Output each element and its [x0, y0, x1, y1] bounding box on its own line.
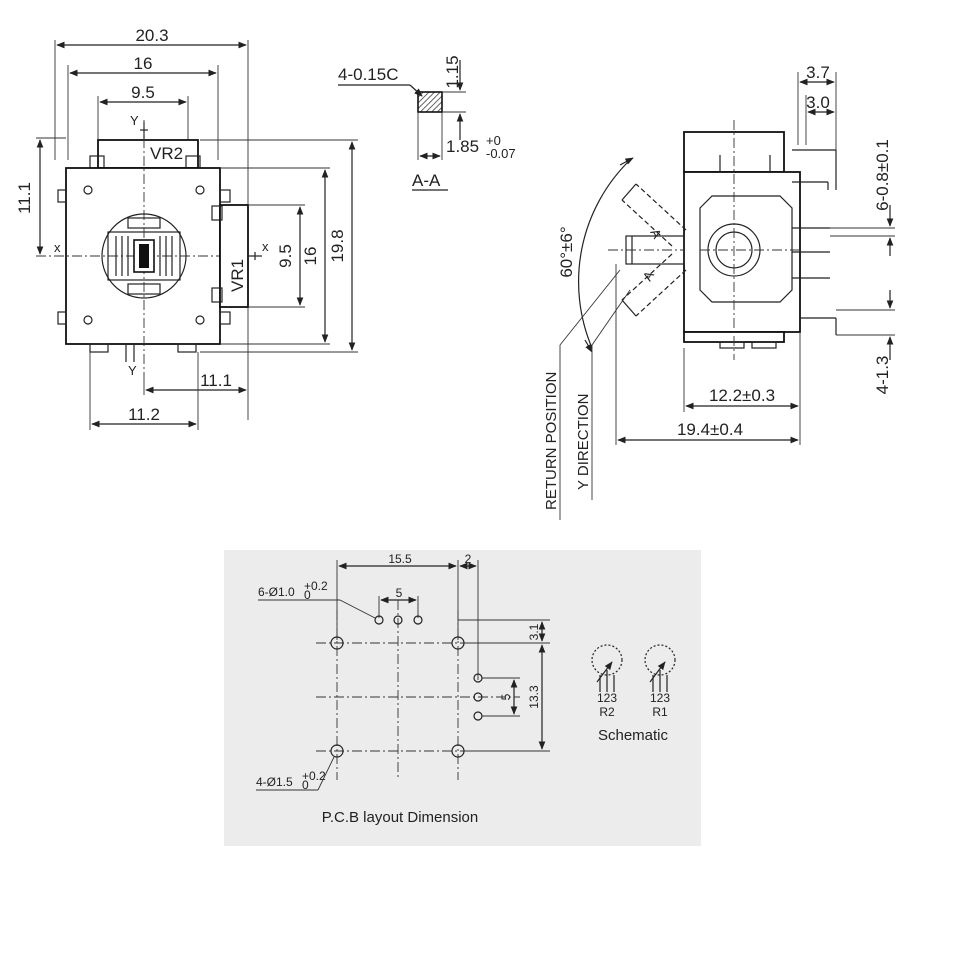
pot-r2-symbol	[591, 644, 623, 676]
mount-hole	[83, 315, 93, 325]
pcb-holes-small-label: 6-Ø1.0	[258, 585, 295, 599]
dim-pin-offset-inner: 3.0	[806, 93, 830, 112]
vr1-housing	[219, 204, 249, 308]
label-y-direction: Y DIRECTION	[575, 394, 592, 490]
vr1-label: VR1	[228, 259, 247, 292]
schematic: 123 R2 123 R1 Schematic	[591, 644, 676, 744]
section-mark-a1: A	[647, 226, 664, 241]
side-pins	[792, 149, 837, 335]
section-width: 1.85	[446, 137, 479, 156]
dim-body-depth: 12.2±0.3	[709, 386, 775, 405]
pcb-panel: 15.5 2 5	[224, 550, 701, 846]
gimbal-slots	[115, 236, 173, 276]
dim-pin-length: 4-1.3	[873, 356, 892, 395]
dim-height-left: 11.1	[15, 182, 34, 214]
tilted-shaft-upper	[621, 183, 687, 247]
section-a-a: 1.15 4-0.15C 1.85 +0 -0.07 A-A	[338, 55, 516, 191]
dim-pin-offset-outer: 3.7	[806, 63, 830, 82]
dim-bottom-left: 11.2	[128, 405, 160, 424]
tilted-shaft-lower	[621, 253, 687, 317]
section-width-tol-lower: -0.07	[486, 146, 516, 161]
section-height: 1.15	[443, 55, 462, 88]
dim-right-mid: 16	[301, 247, 320, 266]
vr2-label: VR2	[150, 144, 183, 163]
pcb-hole-large	[330, 636, 344, 650]
mount-hole	[195, 185, 205, 195]
pcb-hole-small	[374, 615, 384, 625]
dim-right-inner: 9.5	[276, 244, 295, 268]
schematic-r2: 123 R2	[591, 644, 623, 719]
schematic-title: Schematic	[598, 727, 669, 744]
dim-pin-size: 6-0.8±0.1	[873, 139, 892, 211]
pcb-dim-spacing-right: 5	[499, 693, 513, 700]
pcb-holes-large-tol: +0.2	[302, 769, 326, 783]
side-view: 3.7 3.0 6-0	[543, 63, 895, 520]
x-axis-left-label: x	[54, 240, 61, 255]
pcb-dim-offset: 2	[465, 552, 472, 566]
label-return-position: RETURN POSITION	[543, 372, 560, 510]
pcb-hole-small	[413, 615, 423, 625]
pcb-hole-large	[330, 744, 344, 758]
x-axis-right-label: x	[262, 239, 269, 254]
pcb-dim-row-offset: 3.1	[527, 623, 541, 640]
pcb-holes-large-label: 4-Ø1.5	[256, 775, 293, 789]
pcb-hole-small	[473, 692, 483, 702]
dim-bottom-right: 11.1	[200, 371, 232, 390]
mount-hole	[195, 315, 205, 325]
pcb-holes-small-tol-lower: 0	[304, 588, 311, 602]
vr2-housing	[97, 139, 199, 169]
dim-overall-width: 20.3	[135, 26, 168, 45]
section-width-tol-upper: +0	[486, 133, 501, 148]
dim-vr2-width: 9.5	[131, 83, 155, 102]
dim-inner-width: 16	[134, 54, 153, 73]
pcb-caption: P.C.B layout Dimension	[322, 809, 478, 826]
pcb-dim-spacing-top: 5	[396, 586, 403, 600]
section-hatch	[417, 91, 443, 113]
pcb-holes-large-tol-lower: 0	[302, 778, 309, 792]
pcb-holes-small-tol: +0.2	[304, 579, 328, 593]
top-view: 20.3 16 9.5 VR2 Y	[15, 26, 358, 430]
pcb-dim-height: 13.3	[527, 685, 541, 709]
schematic-r1: 123 R1	[644, 644, 676, 719]
joystick-gimbal	[101, 213, 187, 299]
pcb-hole-small	[393, 615, 403, 625]
dim-angle: 60°±6°	[557, 226, 576, 277]
r2-pins: 123	[597, 691, 617, 705]
y-axis-bottom-label: Y	[128, 363, 137, 378]
mount-hole	[83, 185, 93, 195]
r2-label: R2	[599, 705, 615, 719]
section-caption: A-A	[412, 171, 441, 190]
r1-pins: 123	[650, 691, 670, 705]
pot-r1-symbol	[644, 644, 676, 676]
side-main-body	[683, 171, 801, 333]
dim-overall-depth: 19.4±0.4	[677, 420, 743, 439]
dim-right-overall: 19.8	[328, 229, 347, 262]
r1-label: R1	[652, 705, 668, 719]
section-chamfer: 4-0.15C	[338, 65, 398, 84]
y-axis-top-label: Y	[130, 113, 139, 128]
pcb-dim-width: 15.5	[388, 552, 412, 566]
pcb-panel-background	[224, 550, 701, 846]
angle-arc	[578, 159, 631, 349]
